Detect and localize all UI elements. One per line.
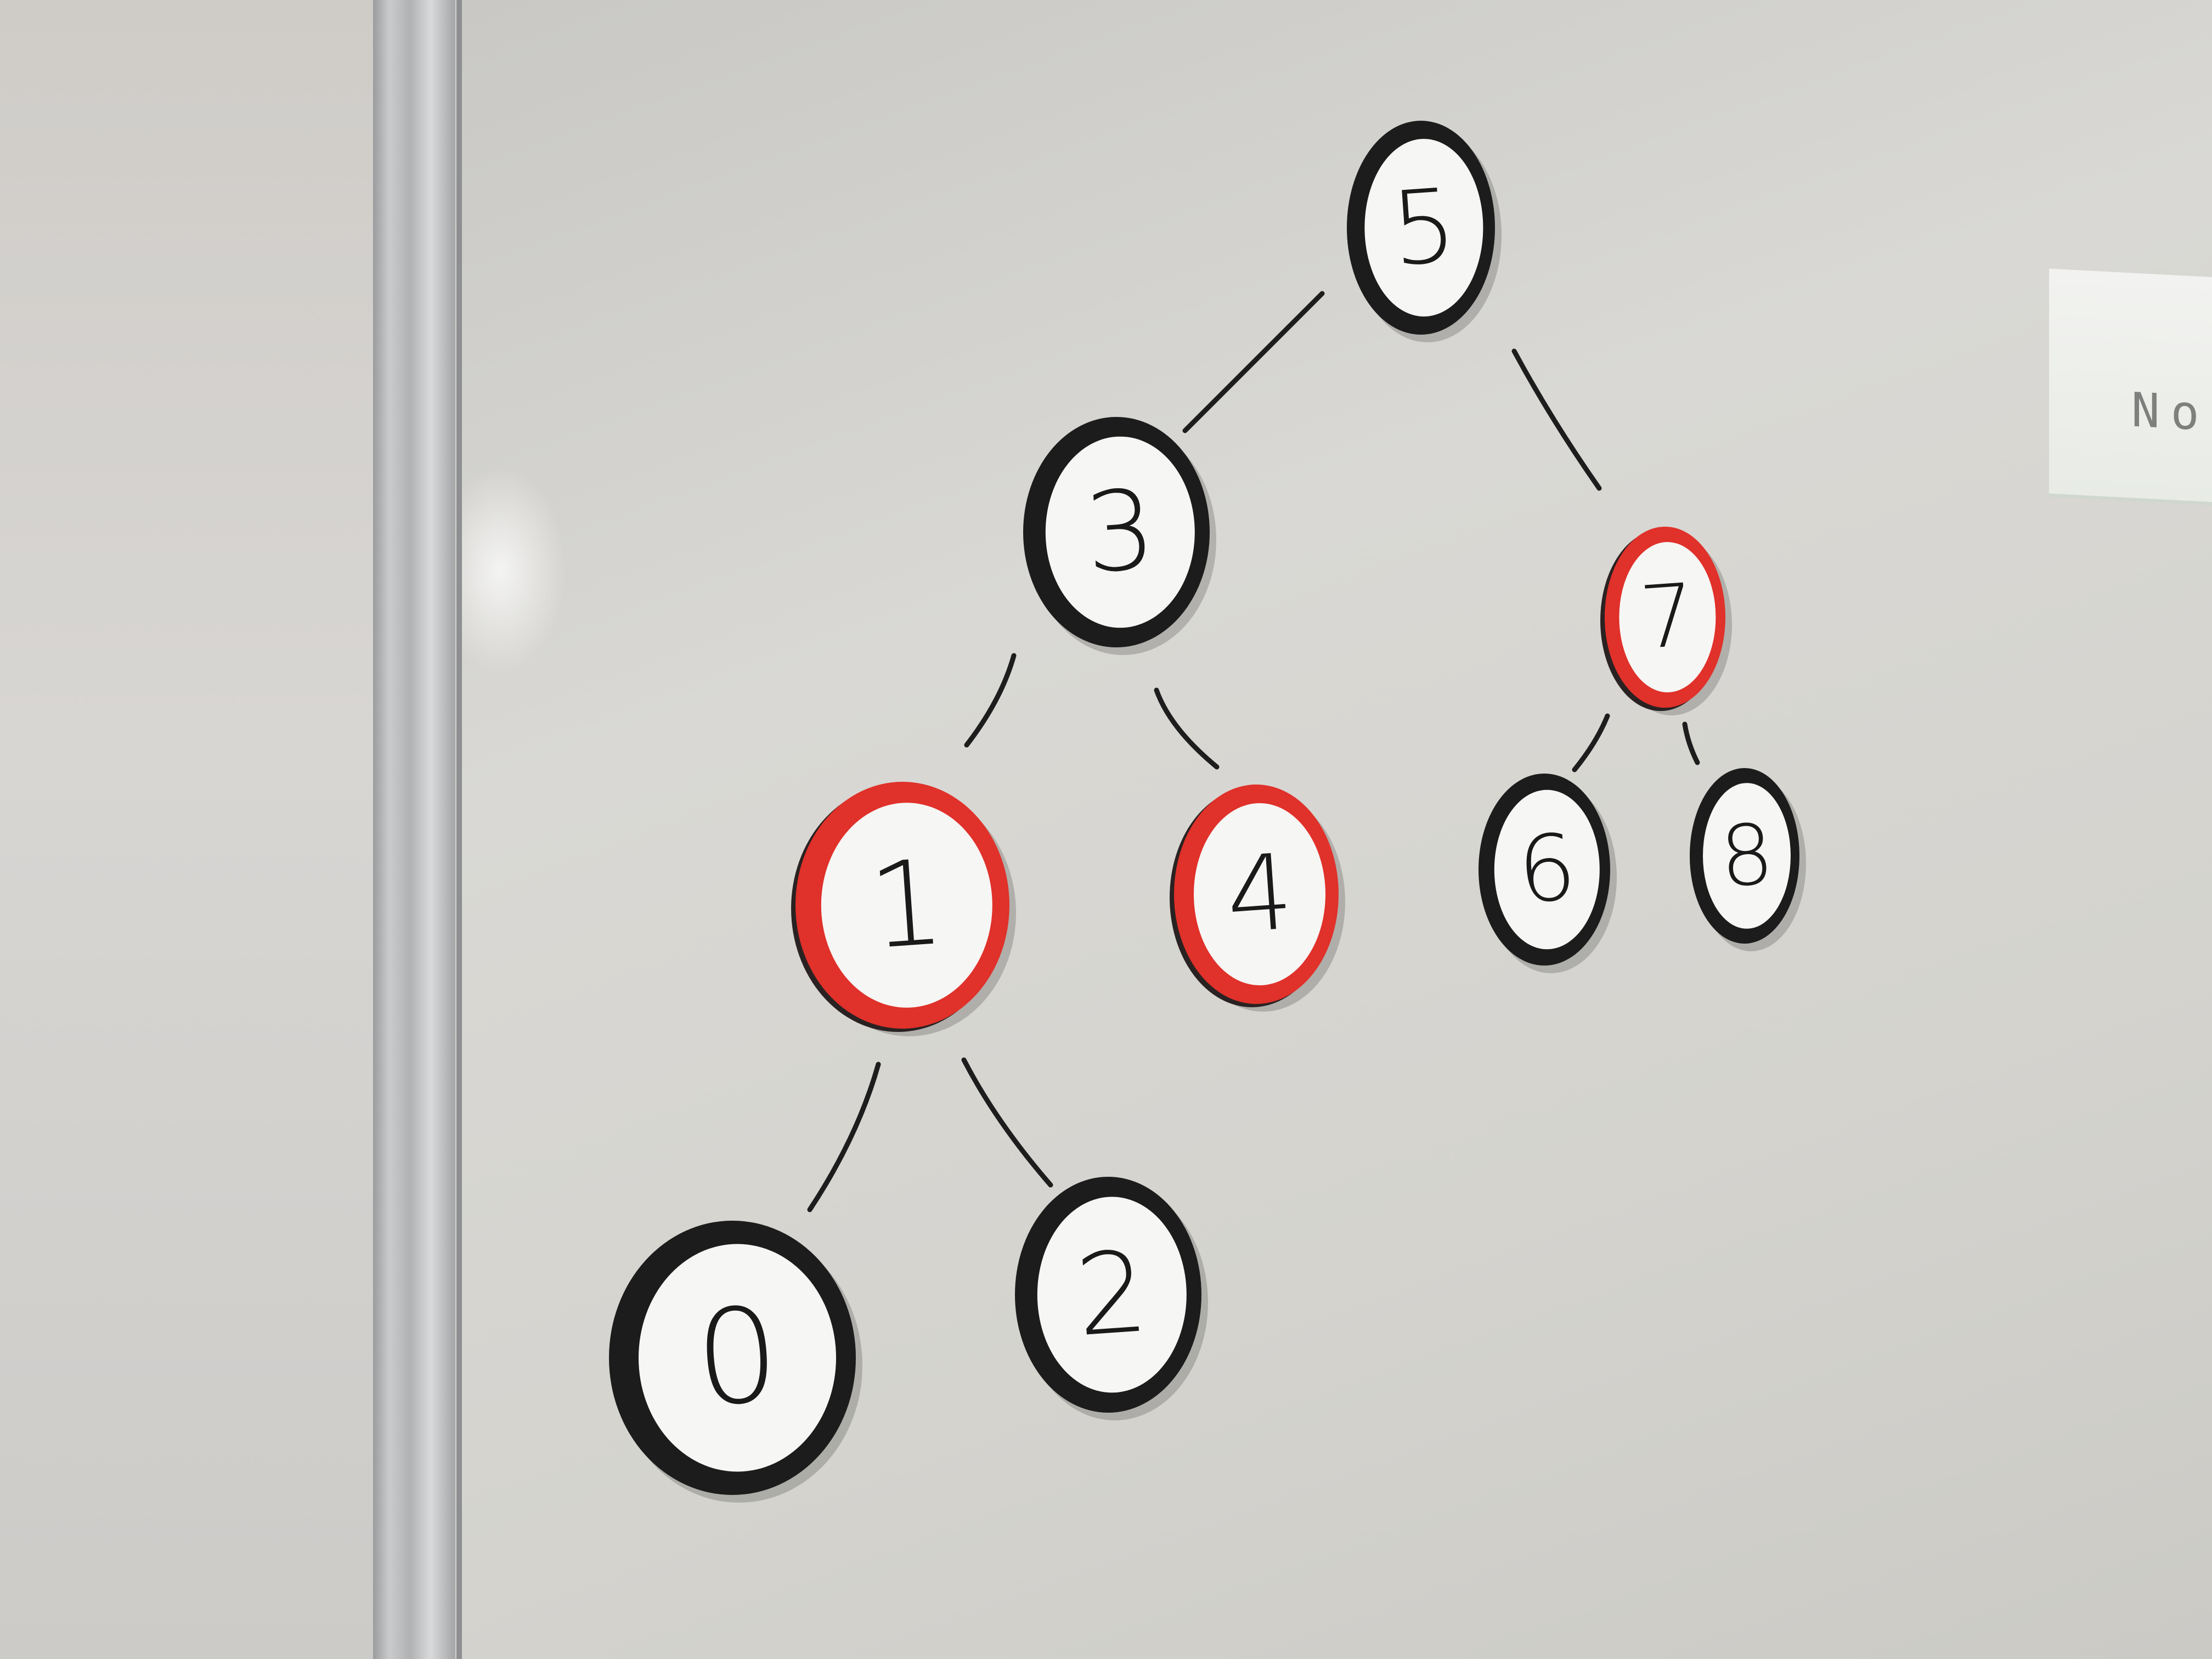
node-label: 5 [1387,166,1460,289]
whiteboard-frame [373,0,455,1659]
node-face [1619,542,1716,692]
node-face [1037,1197,1187,1393]
node-label: 6 [1514,815,1579,924]
tree-edge-1-2 [961,1057,1053,1188]
node-label: 1 [865,834,949,976]
tree-edge-5-7 [1511,348,1602,491]
tree-edge-3-1 [964,653,1017,748]
node-face [1364,139,1483,317]
tree-edge-5-3 [1182,291,1325,433]
tree-node-1: 1 [791,782,1016,1036]
tree-node-0: 0 [609,1221,862,1503]
tree-edge-3-4 [1154,687,1220,770]
node-face [1194,803,1325,985]
node-face [639,1244,836,1472]
node-label: 3 [1081,466,1159,598]
tree-edge-7-6 [1572,713,1610,772]
tree-nodes: 5 3 7 1 4 6 8 0 2 [609,121,1806,1503]
node-face [1494,789,1600,950]
tree-edges [807,291,1700,1212]
node-label: 2 [1072,1227,1152,1362]
tree-node-8: 8 [1690,768,1806,951]
node-face [821,803,992,1008]
tree-edge-1-0 [807,1062,881,1212]
node-label: 0 [691,1279,784,1436]
tree-node-5: 5 [1347,121,1502,342]
node-face [1045,436,1195,628]
tree-edge-7-8 [1682,721,1700,765]
node-label: 7 [1637,565,1698,669]
tree-node-4: 4 [1170,785,1345,1012]
node-label: 8 [1717,805,1777,906]
tree-node-2: 2 [1015,1177,1208,1420]
wall [0,0,379,1659]
node-label: 4 [1222,831,1297,957]
tree-node-7: 7 [1600,527,1732,715]
whiteboard-frame-edge [456,0,462,1659]
tree-node-6: 6 [1479,774,1617,973]
tree-node-3: 3 [1023,417,1216,655]
node-face [1703,783,1791,929]
